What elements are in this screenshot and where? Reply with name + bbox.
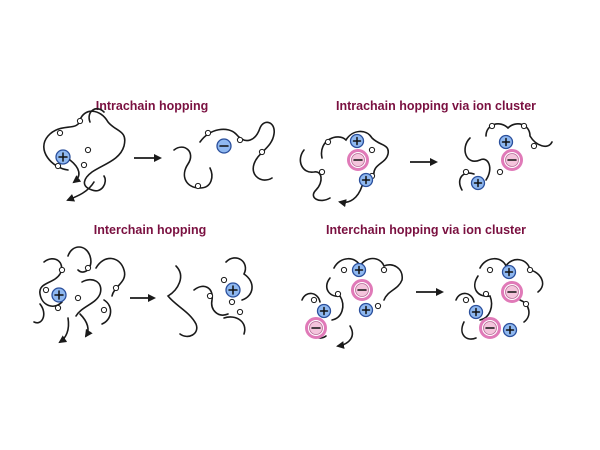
polymer-chain-after [173, 121, 275, 190]
cation [349, 133, 365, 149]
coordination-site [236, 308, 244, 316]
coordination-site [368, 146, 376, 154]
cation [225, 282, 241, 298]
polymer-chain-after [458, 122, 553, 191]
hop-path-arrow [79, 313, 93, 338]
panel-title: Intrachain hopping via ion cluster [336, 99, 536, 113]
coordination-site [318, 168, 326, 176]
coordination-site [258, 148, 266, 156]
anion [501, 149, 523, 171]
anion [479, 317, 501, 339]
hop-path-arrow [336, 325, 354, 349]
coordination-site [334, 290, 342, 298]
panel-intrachain-hopping: Intrachain hopping [43, 99, 275, 202]
cation [502, 322, 518, 338]
panel-interchain-hopping: Interchain hopping [33, 223, 253, 344]
coordination-site [228, 298, 236, 306]
coordination-site [84, 264, 92, 272]
coordination-site [374, 302, 382, 310]
polymer-chain-before [43, 107, 126, 192]
panel-interchain-hopping-via-ion-cluster: Interchain hopping via ion cluster [301, 223, 544, 349]
coordination-site [310, 296, 318, 304]
coordination-site [80, 161, 88, 169]
hop-path-arrow [58, 317, 70, 344]
coordination-site [74, 294, 82, 302]
cation [358, 172, 374, 188]
hop-path-arrow [338, 185, 363, 208]
coordination-site [56, 129, 64, 137]
panel-title: Intrachain hopping [96, 99, 209, 113]
coordination-site [220, 276, 228, 284]
cation [351, 262, 367, 278]
coordination-site [112, 284, 120, 292]
cation [498, 134, 514, 150]
cation [216, 138, 232, 154]
coordination-site [206, 292, 214, 300]
hop-path-arrow [69, 159, 82, 184]
coordination-site [204, 129, 212, 137]
polymer-chain-before [299, 130, 390, 202]
anion [305, 317, 327, 339]
coordination-site [42, 286, 50, 294]
anion [501, 281, 523, 303]
panel-title: Interchain hopping [94, 223, 207, 237]
hop-path-arrow [66, 181, 95, 202]
cation [470, 175, 486, 191]
cation [55, 149, 71, 165]
coordination-site [462, 296, 470, 304]
coordination-site [76, 117, 84, 125]
cation [358, 302, 374, 318]
cation [51, 287, 67, 303]
coordination-site [100, 306, 108, 314]
polymer-chains-after [455, 257, 544, 340]
coordination-site [54, 162, 62, 170]
panel-intrachain-hopping-via-ion-cluster: Intrachain hopping via ion cluster [299, 99, 553, 208]
coordination-site [486, 266, 494, 274]
coordination-site [236, 136, 244, 144]
anion [351, 279, 373, 301]
coordination-site [522, 300, 530, 308]
coordination-site [58, 266, 66, 274]
coordination-site [84, 146, 92, 154]
coordination-site [194, 182, 202, 190]
coordination-site [520, 122, 528, 130]
cation [316, 303, 332, 319]
anion [347, 149, 369, 171]
polymer-chains-before [33, 246, 126, 325]
coordination-site [496, 168, 504, 176]
cation [501, 264, 517, 280]
coordination-site [340, 266, 348, 274]
cation [468, 304, 484, 320]
coordination-site [530, 142, 538, 150]
coordination-site [526, 266, 534, 274]
coordination-site [54, 304, 62, 312]
panel-title: Interchain hopping via ion cluster [326, 223, 526, 237]
coordination-site [488, 122, 496, 130]
coordination-site [482, 290, 490, 298]
coordination-site [380, 266, 388, 274]
coordination-site [462, 168, 470, 176]
polymer-chains-after [166, 257, 253, 338]
coordination-site [324, 138, 332, 146]
